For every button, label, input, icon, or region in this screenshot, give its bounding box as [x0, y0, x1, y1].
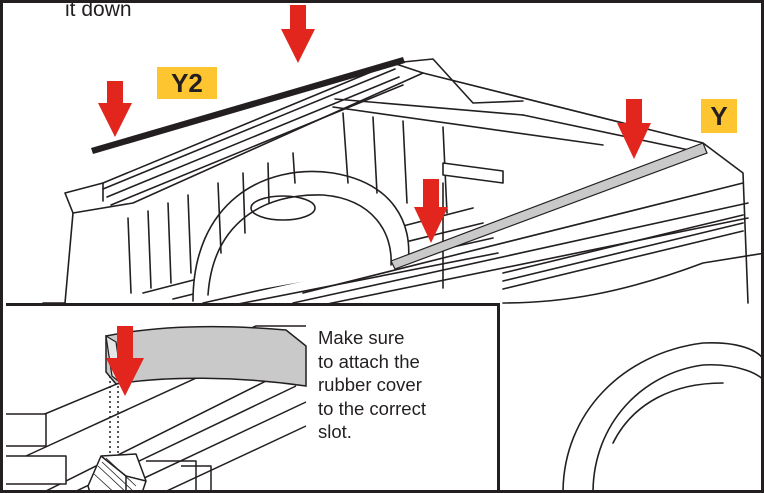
- note-line: rubber cover: [318, 374, 422, 395]
- rubber-strip-y: [390, 142, 708, 270]
- label-y: Y: [701, 99, 737, 133]
- note-line: Make sure: [318, 327, 405, 348]
- down-arrow-icon: [617, 99, 651, 159]
- detail-inset: Make sure to attach the rubber cover to …: [6, 303, 500, 490]
- note-line: to attach the: [318, 350, 420, 372]
- inset-note: Make sure to attach the rubber cover to …: [318, 326, 497, 444]
- label-y2: Y2: [157, 67, 217, 99]
- rubber-cover: [105, 325, 307, 387]
- down-arrow-icon: [414, 179, 448, 243]
- truck-bed-illustration: [42, 5, 761, 490]
- note-line: to the correct: [318, 397, 426, 419]
- rail-closeup-illustration: [6, 325, 307, 490]
- down-arrow-icon: [106, 326, 144, 396]
- note-line: slot.: [318, 421, 352, 442]
- down-arrow-icon: [281, 5, 315, 63]
- down-arrow-icon: [98, 81, 132, 137]
- instruction-text: it down: [65, 0, 132, 21]
- rubber-strip-y2: [91, 57, 405, 154]
